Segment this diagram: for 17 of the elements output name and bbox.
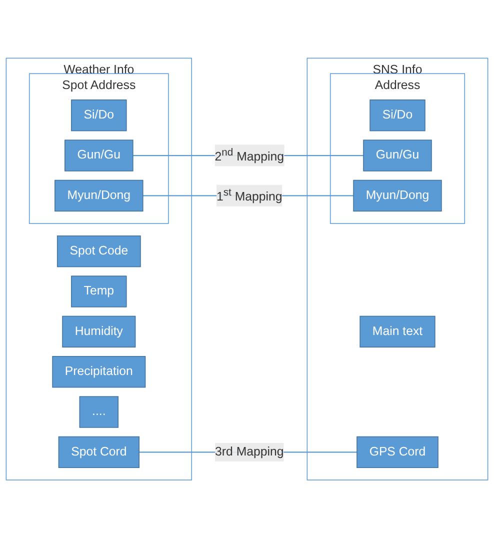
- node-box: Main text: [360, 316, 436, 348]
- node-box: GPS Cord: [356, 436, 438, 468]
- node-box: Humidity: [62, 316, 136, 348]
- node-box: Spot Cord: [58, 436, 140, 468]
- node-box: Si/Do: [71, 99, 127, 132]
- node-box: Temp: [71, 276, 127, 308]
- node-box: Gun/Gu: [64, 140, 134, 172]
- node-box: Si/Do: [370, 99, 426, 132]
- node-box: Myun/Dong: [54, 180, 144, 212]
- edge-label: 1$^{st}$ Mapping: [216, 186, 282, 204]
- node-box: Gun/Gu: [363, 140, 432, 172]
- node-box: Spot Code: [56, 235, 141, 268]
- node-box: Precipitation: [52, 356, 146, 388]
- node-box: Myun/Dong: [353, 180, 442, 212]
- edge-label: 3rd Mapping: [215, 445, 284, 458]
- edge-label: 2$^{nd}$ Mapping: [214, 146, 284, 164]
- node-box: ....: [79, 396, 119, 428]
